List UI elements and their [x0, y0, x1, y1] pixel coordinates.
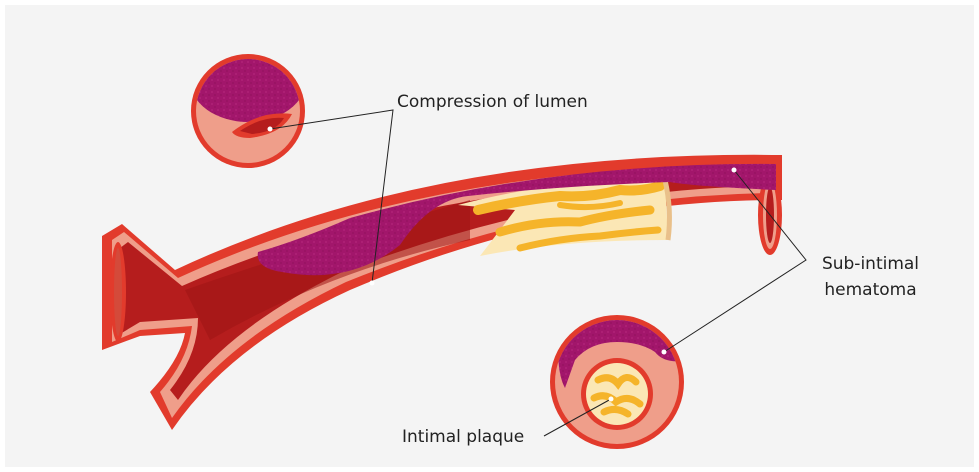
- cross-section-plaque: [550, 315, 690, 449]
- label-sub-intimal-hematoma: Sub-intimal hematoma: [813, 251, 928, 303]
- cross-section-compression: [190, 38, 306, 168]
- label-hematoma-line2: hematoma: [813, 277, 928, 303]
- label-compression-of-lumen: Compression of lumen: [397, 92, 588, 112]
- label-intimal-plaque: Intimal plaque: [402, 427, 524, 447]
- label-hematoma-line1: Sub-intimal: [813, 251, 928, 277]
